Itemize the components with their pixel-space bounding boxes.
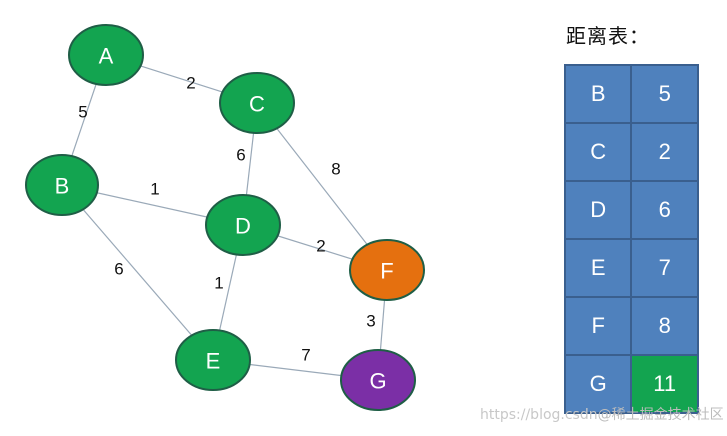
edge-weight-c-d: 6 [236, 146, 245, 165]
node-d-label: D [235, 214, 251, 239]
edge-weight-d-f: 2 [316, 237, 325, 256]
node-a-label: A [99, 44, 114, 69]
node-b: B [25, 154, 99, 216]
node-b-label: B [55, 174, 70, 199]
node-c-circle [219, 72, 295, 134]
edge-weight-f-g: 3 [366, 312, 375, 331]
edge-weight-b-e: 6 [114, 260, 123, 279]
edge-weight-b-d: 1 [150, 180, 159, 199]
node-g-circle [340, 349, 416, 411]
node-d-circle [205, 194, 281, 256]
node-c-label: C [249, 92, 265, 117]
distance-value-cell: 6 [630, 180, 699, 240]
edge-weight-c-f: 8 [331, 160, 340, 179]
node-e: E [175, 329, 251, 391]
watermark-site: @稀土掘金技术社区 [597, 407, 724, 423]
edge-weight-a-b: 5 [78, 103, 87, 122]
distance-table-title: 距离表： [566, 24, 650, 48]
distance-node-cell: C [563, 122, 633, 182]
edge-c-f [256, 102, 388, 271]
node-f-circle [349, 239, 425, 301]
weighted-graph: 2 5 6 8 1 6 2 1 3 7 A B C D E F G [25, 24, 425, 411]
distance-node-cell: B [563, 64, 633, 124]
node-g-label: G [369, 369, 386, 394]
edge-b-e [61, 184, 214, 361]
distance-node-cell: G [563, 354, 633, 414]
node-b-circle [25, 154, 99, 216]
node-e-label: E [206, 349, 221, 374]
edge-weight-e-g: 7 [301, 346, 310, 365]
distance-node-cell: F [563, 296, 633, 356]
distance-value-cell: 5 [630, 64, 699, 124]
distance-node-cell: D [563, 180, 633, 240]
distance-value-cell: 2 [630, 122, 699, 182]
node-e-circle [175, 329, 251, 391]
distance-node-cell: E [563, 238, 633, 298]
node-g: G [340, 349, 416, 411]
nodes-layer: A B C D E F G [25, 24, 425, 411]
edge-weight-d-e: 1 [214, 274, 223, 293]
node-c: C [219, 72, 295, 134]
watermark-url: https://blog.csdn [480, 407, 598, 423]
node-d: D [205, 194, 281, 256]
edge-weight-a-c: 2 [186, 74, 195, 93]
distance-value-cell: 11 [630, 354, 699, 414]
distance-value-cell: 8 [630, 296, 699, 356]
node-a-circle [68, 24, 144, 86]
distance-value-cell: 7 [630, 238, 699, 298]
watermark: https://blog.csdn@稀土掘金技术社区 [480, 404, 724, 424]
node-a: A [68, 24, 144, 86]
node-f-label: F [380, 259, 393, 284]
node-f: F [349, 239, 425, 301]
